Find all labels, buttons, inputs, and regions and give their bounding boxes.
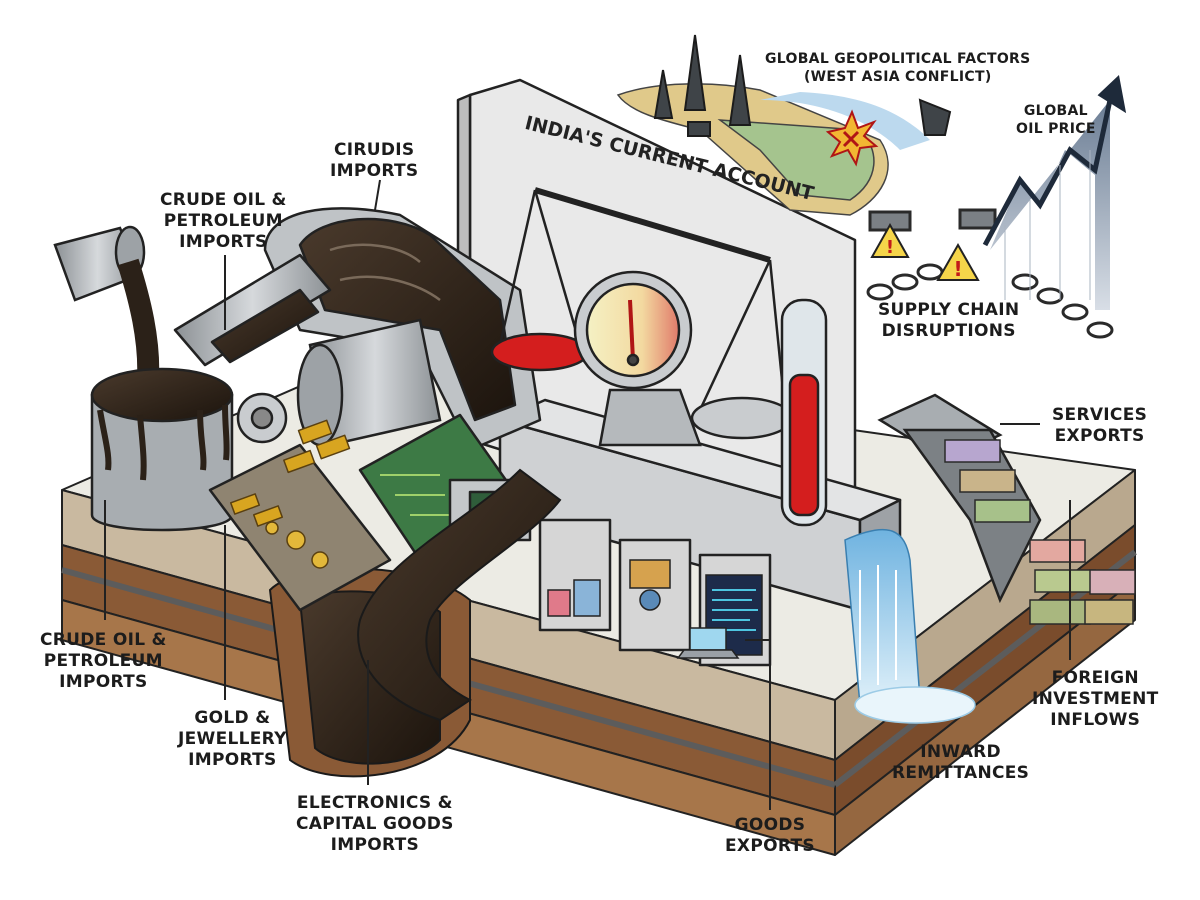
label-line: REMITTANCES xyxy=(892,763,1030,783)
label-global-oil-price: GLOBAL OIL PRICE xyxy=(1016,102,1096,138)
label-line: SUPPLY CHAIN xyxy=(878,300,1020,320)
label-line: IMPORTS xyxy=(179,232,268,252)
broken-chain-icon xyxy=(866,208,1114,339)
oil-derrick-icon xyxy=(653,34,952,137)
label-line: IMPORTS xyxy=(59,672,148,692)
label-gold-imports: GOLD & JEWELLERY IMPORTS xyxy=(178,708,287,771)
label-line: ELECTRONICS & xyxy=(296,793,453,813)
label-line: CAPITAL GOODS xyxy=(296,814,454,834)
label-line: CIRUDIS xyxy=(333,140,415,160)
label-line: (WEST ASIA CONFLICT) xyxy=(803,69,992,85)
label-goods-exports: GOODS EXPORTS xyxy=(725,815,815,857)
oil-river xyxy=(357,468,562,722)
label-line: INVESTMENT xyxy=(1032,689,1159,709)
gold-chute xyxy=(208,419,392,612)
label-line: OIL PRICE xyxy=(1016,121,1096,137)
pressure-gauge-icon xyxy=(573,270,693,390)
label-line: PETROLEUM xyxy=(163,211,283,231)
gold-bar-icon xyxy=(229,419,351,569)
svg-text:!: ! xyxy=(886,237,894,258)
label-line: INFLOWS xyxy=(1050,710,1141,730)
label-services-exports: SERVICES EXPORTS xyxy=(1052,405,1147,447)
svg-text:!: ! xyxy=(953,257,962,281)
label-line: GLOBAL GEOPOLITICAL FACTORS xyxy=(765,51,1031,67)
label-cirudis-imports: CIRUDIS IMPORTS xyxy=(330,140,418,182)
geopolitical-map xyxy=(616,83,930,216)
label-electronics-imports: ELECTRONICS & CAPITAL GOODS IMPORTS xyxy=(296,793,454,856)
label-line: CRUDE OIL & xyxy=(160,190,287,210)
label-line: GOODS xyxy=(734,815,806,835)
label-line: GLOBAL xyxy=(1023,103,1088,119)
laptop-icon xyxy=(676,627,740,659)
rising-arrow-icon xyxy=(982,75,1127,310)
pipe-cylinder xyxy=(236,318,442,447)
label-line: FOREIGN xyxy=(1051,668,1139,688)
label-line: JEWELLERY xyxy=(178,729,287,749)
balance-scale-icon xyxy=(490,187,794,447)
label-line: PETROLEUM xyxy=(43,651,163,671)
leader-lines xyxy=(104,179,1071,810)
cash-stack-icon xyxy=(944,439,1136,625)
label-line: DISRUPTIONS xyxy=(881,321,1016,341)
label-crude-oil-left: CRUDE OIL & PETROLEUM IMPORTS xyxy=(40,630,167,693)
label-geopolitical-factors: GLOBAL GEOPOLITICAL FACTORS (WEST ASIA C… xyxy=(765,50,1031,86)
oil-tank xyxy=(90,367,234,532)
label-inward-remittances: INWARD REMITTANCES xyxy=(892,742,1029,784)
label-line: EXPORTS xyxy=(725,836,815,856)
label-line: SERVICES xyxy=(1052,405,1148,425)
label-line: IMPORTS xyxy=(330,161,419,181)
label-crude-oil-top: CRUDE OIL & PETROLEUM IMPORTS xyxy=(160,190,287,253)
remittance-waterfall xyxy=(844,529,976,724)
label-line: EXPORTS xyxy=(1054,426,1145,446)
warning-sign-icon: ! ! xyxy=(870,222,980,281)
label-line: IMPORTS xyxy=(188,750,277,770)
label-line: INWARD xyxy=(920,742,1001,762)
label-line: IMPORTS xyxy=(330,835,420,855)
explosion-icon xyxy=(825,109,879,167)
label-foreign-investment: FOREIGN INVESTMENT INFLOWS xyxy=(1032,668,1159,731)
label-supply-chain: SUPPLY CHAIN DISRUPTIONS xyxy=(878,300,1019,342)
goods-export-items xyxy=(547,559,763,659)
label-line: GOLD & xyxy=(194,708,271,728)
red-thermometer-icon xyxy=(780,298,828,527)
label-line: CRUDE OIL & xyxy=(40,630,167,650)
oil-bucket-icon xyxy=(53,225,160,381)
